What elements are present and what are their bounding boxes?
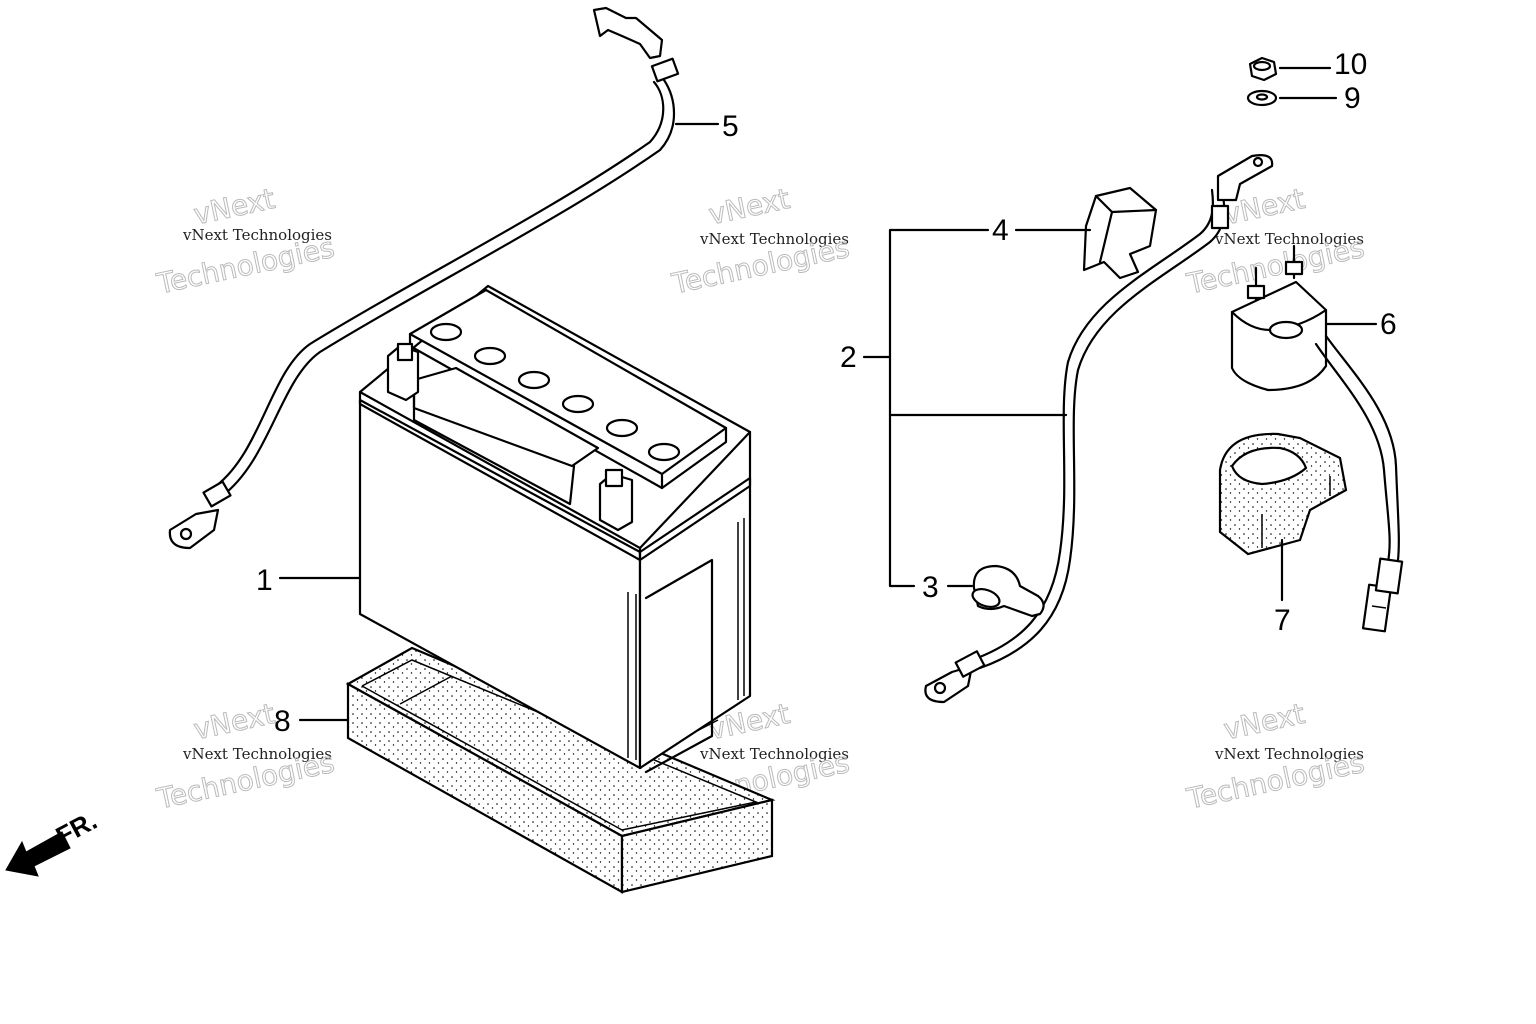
watermark-2: vNext vNext Technologies Technologies — [668, 182, 853, 302]
svg-text:vNext Technologies: vNext Technologies — [182, 745, 332, 763]
svg-text:vNext: vNext — [191, 182, 278, 231]
leader-lines — [278, 66, 1378, 722]
battery-illustration — [358, 284, 752, 774]
callout-10: 10 — [1334, 48, 1367, 81]
watermark-4: vNext vNext Technologies Technologies — [153, 697, 338, 817]
starter-relay-illustration — [1230, 244, 1404, 633]
callout-4: 4 — [992, 214, 1009, 247]
relay-holder-illustration — [1218, 432, 1348, 556]
callout-6: 6 — [1380, 308, 1397, 341]
svg-text:vNext: vNext — [1221, 697, 1308, 746]
front-direction-arrow: FR. — [5, 805, 102, 877]
callout-9: 9 — [1344, 82, 1361, 115]
callout-3: 3 — [922, 571, 939, 604]
callout-7: 7 — [1274, 604, 1291, 637]
washer-illustration — [1246, 89, 1278, 107]
terminal-boot-illustration — [971, 564, 1045, 618]
svg-text:vNext: vNext — [706, 182, 793, 231]
svg-text:vNext Technologies: vNext Technologies — [1214, 230, 1364, 248]
negative-cable-illustration — [168, 6, 680, 550]
battery-terminal-negative — [386, 342, 420, 402]
svg-text:vNext: vNext — [191, 697, 278, 746]
watermark-6: vNext vNext Technologies Technologies — [1183, 697, 1368, 817]
nut-illustration — [1248, 56, 1278, 82]
terminal-cover-illustration — [1082, 186, 1158, 280]
callout-8: 8 — [274, 705, 291, 738]
svg-text:vNext Technologies: vNext Technologies — [699, 230, 849, 248]
svg-text:vNext Technologies: vNext Technologies — [1214, 745, 1364, 763]
callout-2: 2 — [840, 341, 857, 374]
positive-cable-illustration — [924, 154, 1274, 704]
svg-text:vNext Technologies: vNext Technologies — [699, 745, 849, 763]
svg-text:vNext Technologies: vNext Technologies — [182, 226, 332, 244]
callout-5: 5 — [722, 110, 739, 143]
watermark-1: vNext vNext Technologies Technologies — [153, 182, 338, 302]
battery-terminal-positive — [598, 468, 634, 532]
callout-1: 1 — [256, 564, 273, 597]
watermark-3: vNext vNext Technologies Technologies — [1183, 182, 1368, 302]
